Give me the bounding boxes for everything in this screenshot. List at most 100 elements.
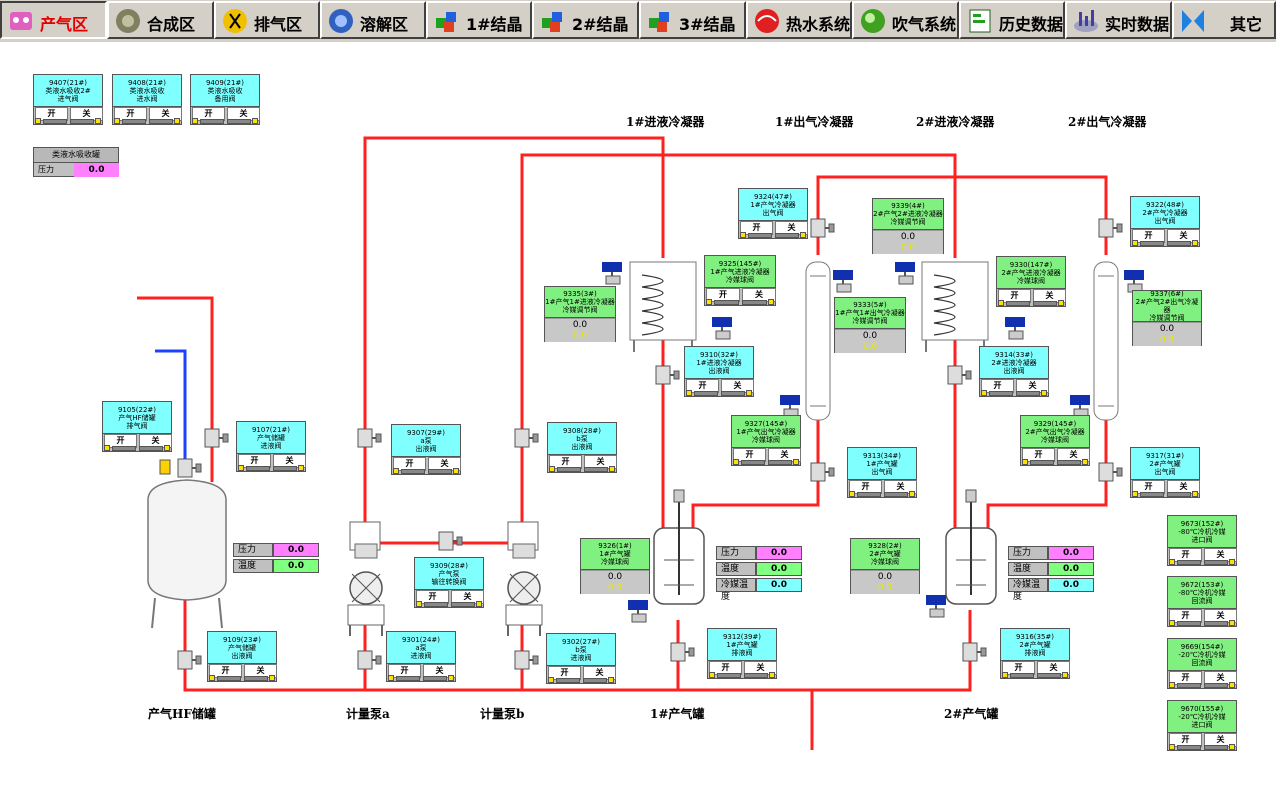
- tab-crystal-3[interactable]: 3#结晶: [639, 1, 746, 39]
- status-indicator: [1229, 682, 1235, 688]
- valve-card-title: 9302(27#)b泵进液阀: [547, 634, 615, 666]
- open-button[interactable]: 开: [192, 107, 225, 121]
- condenser-2-out: [1093, 261, 1119, 421]
- label-cond2-in: 2#进液冷凝器: [916, 115, 995, 129]
- absorber-pressure-label: 压力: [38, 165, 54, 174]
- open-button[interactable]: 开: [388, 664, 421, 678]
- manual-valve-icon[interactable]: [357, 650, 382, 670]
- pipe-pump-b-top: [520, 153, 957, 522]
- valve-card-title: 9109(23#)产气储罐出液阀: [208, 632, 276, 664]
- actuated-valve-icon[interactable]: [780, 395, 800, 418]
- absorber-title: 类液水吸收罐: [34, 148, 118, 163]
- status-bar: [139, 446, 163, 451]
- status-bar: [1030, 460, 1054, 465]
- actuated-valve-icon[interactable]: [628, 600, 648, 623]
- readout-value: 0.0: [273, 559, 319, 573]
- tab-exhaust[interactable]: 排气区: [214, 1, 320, 39]
- status-indicator: [174, 118, 180, 124]
- tab-dissolve[interactable]: 溶解区: [320, 1, 426, 39]
- valve-card: 9301(24#)a泵进液阀开关: [386, 631, 456, 682]
- open-button[interactable]: 开: [416, 590, 449, 604]
- valve-feedback-value: 0.0: [851, 582, 919, 594]
- manual-valve-icon[interactable]: [1098, 462, 1123, 482]
- status-indicator: [1132, 240, 1138, 246]
- valve-card-title: 9325(145#)1#产气进液冷凝器冷媒球阀: [705, 256, 775, 288]
- status-bar: [1016, 391, 1040, 396]
- manual-valve-icon[interactable]: [438, 531, 463, 551]
- hf-storage-tank: [147, 459, 227, 629]
- valve-card-title: 9312(39#)1#产气罐排液阀: [708, 629, 776, 661]
- tab-label: 吹气系统: [892, 15, 957, 34]
- valve-card-title: 9407(21#)类液水吸收2#进气阀: [34, 75, 102, 107]
- tab-history-data[interactable]: 历史数据: [959, 1, 1065, 39]
- actuated-valve-icon[interactable]: [833, 270, 853, 293]
- label-pump-b: 计量泵b: [480, 707, 525, 721]
- status-indicator: [164, 445, 170, 451]
- tab-synthesis[interactable]: 合成区: [107, 1, 214, 39]
- status-indicator: [298, 465, 304, 471]
- regulating-valve-title: 9328(2#)2#产气罐冷媒球阀: [851, 539, 919, 570]
- manual-valve-icon[interactable]: [962, 642, 987, 662]
- valve-card: 9669(154#)-20℃冷机冷媒回流阀开关: [1167, 638, 1237, 689]
- tab-hot-water[interactable]: 热水系统: [746, 1, 852, 39]
- condenser-2-in: [921, 261, 989, 352]
- valve-card: 9324(47#)1#产气冷凝器出气阀开关: [738, 188, 808, 239]
- valve-card-title: 9309(28#)产气泵输往转换阀: [415, 558, 483, 590]
- valve-card: 9329(145#)2#产气出气冷凝器冷媒球阀开关: [1020, 415, 1090, 466]
- valve-card-title: 9107(21#)产气储罐进液阀: [237, 422, 305, 454]
- status-indicator: [1002, 672, 1008, 678]
- pipe-pump-a-top: [363, 136, 665, 522]
- readout-value: 0.0: [1048, 546, 1094, 560]
- actuated-valve-icon[interactable]: [1124, 270, 1144, 293]
- tab-other[interactable]: 其它: [1172, 1, 1276, 39]
- actuated-valve-icon[interactable]: [712, 317, 732, 340]
- status-indicator: [768, 299, 774, 305]
- manual-valve-icon[interactable]: [357, 428, 382, 448]
- manual-valve-icon[interactable]: [810, 462, 835, 482]
- valve-card: 9327(145#)1#产气出气冷凝器冷媒球阀开关: [731, 415, 801, 466]
- synthesis-icon: [113, 6, 143, 36]
- regulating-valve-title: 9335(3#)1#产气1#进液冷凝器冷媒调节阀: [545, 287, 615, 318]
- status-indicator: [849, 491, 855, 497]
- manual-valve-icon[interactable]: [947, 365, 972, 385]
- status-indicator: [549, 466, 555, 472]
- tab-label: 2#结晶: [572, 15, 629, 34]
- tab-crystal-1[interactable]: 1#结晶: [426, 1, 532, 39]
- tab-gas-production[interactable]: 产气区: [0, 1, 107, 39]
- manual-valve-icon[interactable]: [514, 428, 539, 448]
- status-bar: [583, 678, 607, 683]
- status-bar: [1204, 745, 1228, 750]
- actuated-valve-icon[interactable]: [1005, 317, 1025, 340]
- valve-card-title: 9313(34#)1#产气罐出气阀: [848, 448, 916, 480]
- manual-valve-icon[interactable]: [670, 642, 695, 662]
- status-bar: [775, 233, 799, 238]
- tab-crystal-2[interactable]: 2#结晶: [532, 1, 639, 39]
- actuated-valve-icon[interactable]: [926, 595, 946, 618]
- actuated-valve-icon[interactable]: [895, 262, 915, 285]
- status-bar: [200, 119, 224, 124]
- manual-valve-icon[interactable]: [1098, 218, 1123, 238]
- valve-feedback-value: 0.0: [581, 582, 649, 594]
- status-bar: [721, 391, 745, 396]
- manual-valve-icon[interactable]: [514, 650, 539, 670]
- close-button[interactable]: 关: [1167, 480, 1200, 494]
- manual-valve-icon[interactable]: [204, 428, 229, 448]
- actuated-valve-icon[interactable]: [602, 262, 622, 285]
- status-indicator: [1058, 300, 1064, 306]
- pump-b: [505, 521, 543, 636]
- manual-valve-icon[interactable]: [177, 458, 202, 478]
- tab-blow-gas[interactable]: 吹气系统: [852, 1, 959, 39]
- valve-card-title: 9673(152#)-80℃冷机冷媒进口阀: [1168, 516, 1236, 548]
- manual-valve-icon[interactable]: [177, 650, 202, 670]
- gas-tank-2: [945, 489, 997, 605]
- manual-valve-icon[interactable]: [655, 365, 680, 385]
- close-button[interactable]: 关: [884, 480, 917, 494]
- actuated-valve-icon[interactable]: [1070, 395, 1090, 418]
- status-indicator: [1082, 459, 1088, 465]
- manual-valve-icon[interactable]: [810, 218, 835, 238]
- valve-card: 9673(152#)-80℃冷机冷媒进口阀开关: [1167, 515, 1237, 566]
- tab-realtime-data[interactable]: 实时数据: [1065, 1, 1172, 39]
- tab-label: 其它: [1230, 15, 1263, 34]
